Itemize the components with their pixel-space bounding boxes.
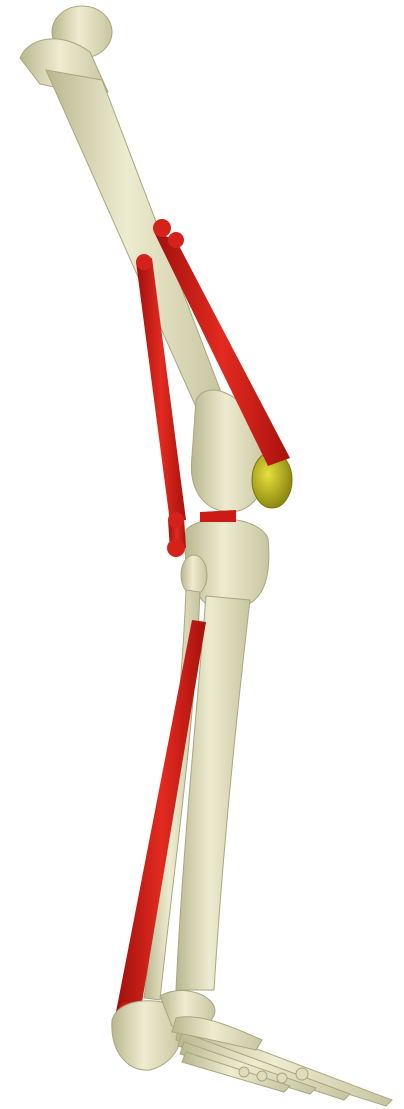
foot bbox=[112, 991, 392, 1106]
